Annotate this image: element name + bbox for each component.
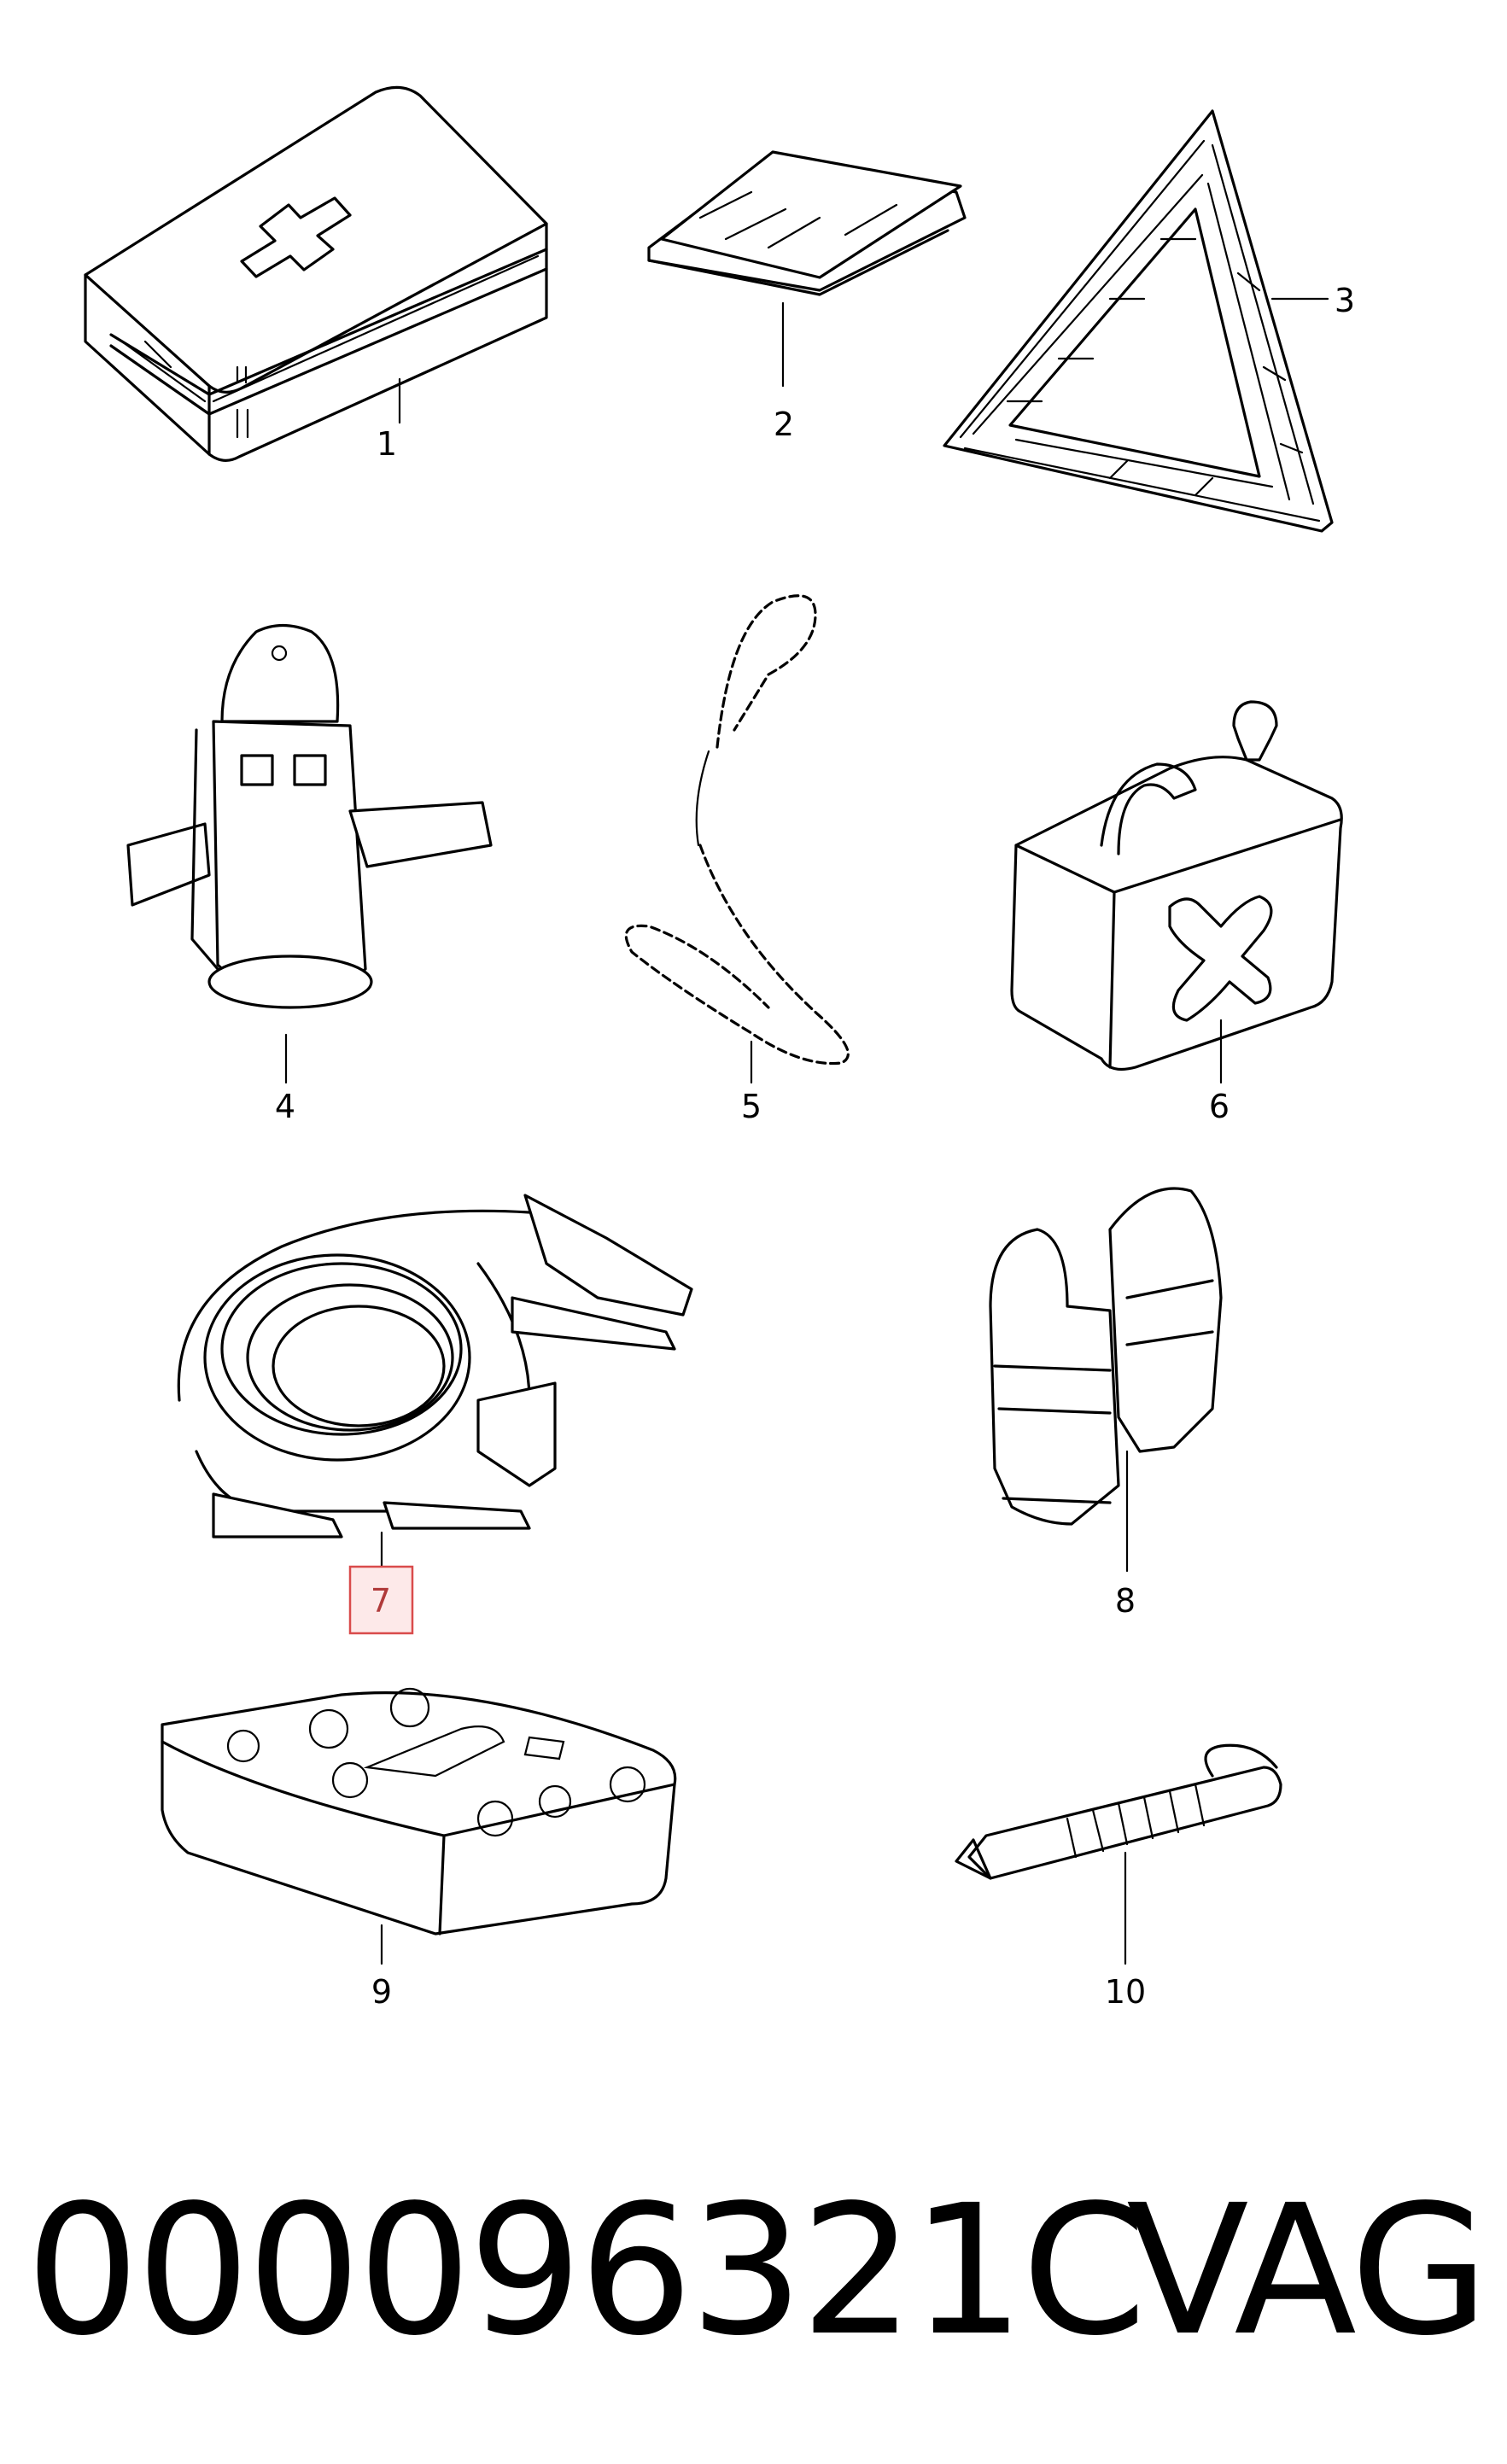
safety-vest-icon — [989, 1187, 1223, 1526]
jumper-cables-icon — [177, 1194, 693, 1539]
brand-name: VAG — [1126, 2166, 1489, 2375]
callout-label-2: 2 — [774, 406, 794, 443]
part-number-footer: 000096321C VAG — [26, 2164, 1489, 2378]
callout-label-7: 7 — [371, 1582, 391, 1620]
fuel-canister-icon — [1010, 700, 1343, 1071]
bulb-kit-box-icon — [161, 1687, 677, 1936]
warning-blanket-icon — [647, 150, 967, 296]
fire-extinguisher-icon — [126, 623, 493, 1009]
callout-label-1: 1 — [377, 425, 397, 463]
callout-label-6: 6 — [1209, 1088, 1230, 1125]
emergency-hammer-icon — [955, 1743, 1282, 1880]
part-number: 000096321C — [26, 2166, 1147, 2375]
warning-triangle-icon — [943, 109, 1334, 533]
callout-label-4: 4 — [275, 1088, 295, 1125]
callout-label-5: 5 — [741, 1088, 762, 1125]
tow-rope-icon — [624, 594, 850, 1066]
first-aid-kit-icon — [84, 85, 548, 462]
callout-label-10: 10 — [1105, 1973, 1146, 2011]
callout-label-8: 8 — [1115, 1582, 1136, 1620]
callout-7-highlight[interactable] — [348, 1565, 414, 1635]
callout-label-3: 3 — [1335, 282, 1355, 319]
parts-diagram: 1 2 3 4 5 — [84, 85, 1355, 2011]
callout-label-9: 9 — [371, 1973, 392, 2011]
